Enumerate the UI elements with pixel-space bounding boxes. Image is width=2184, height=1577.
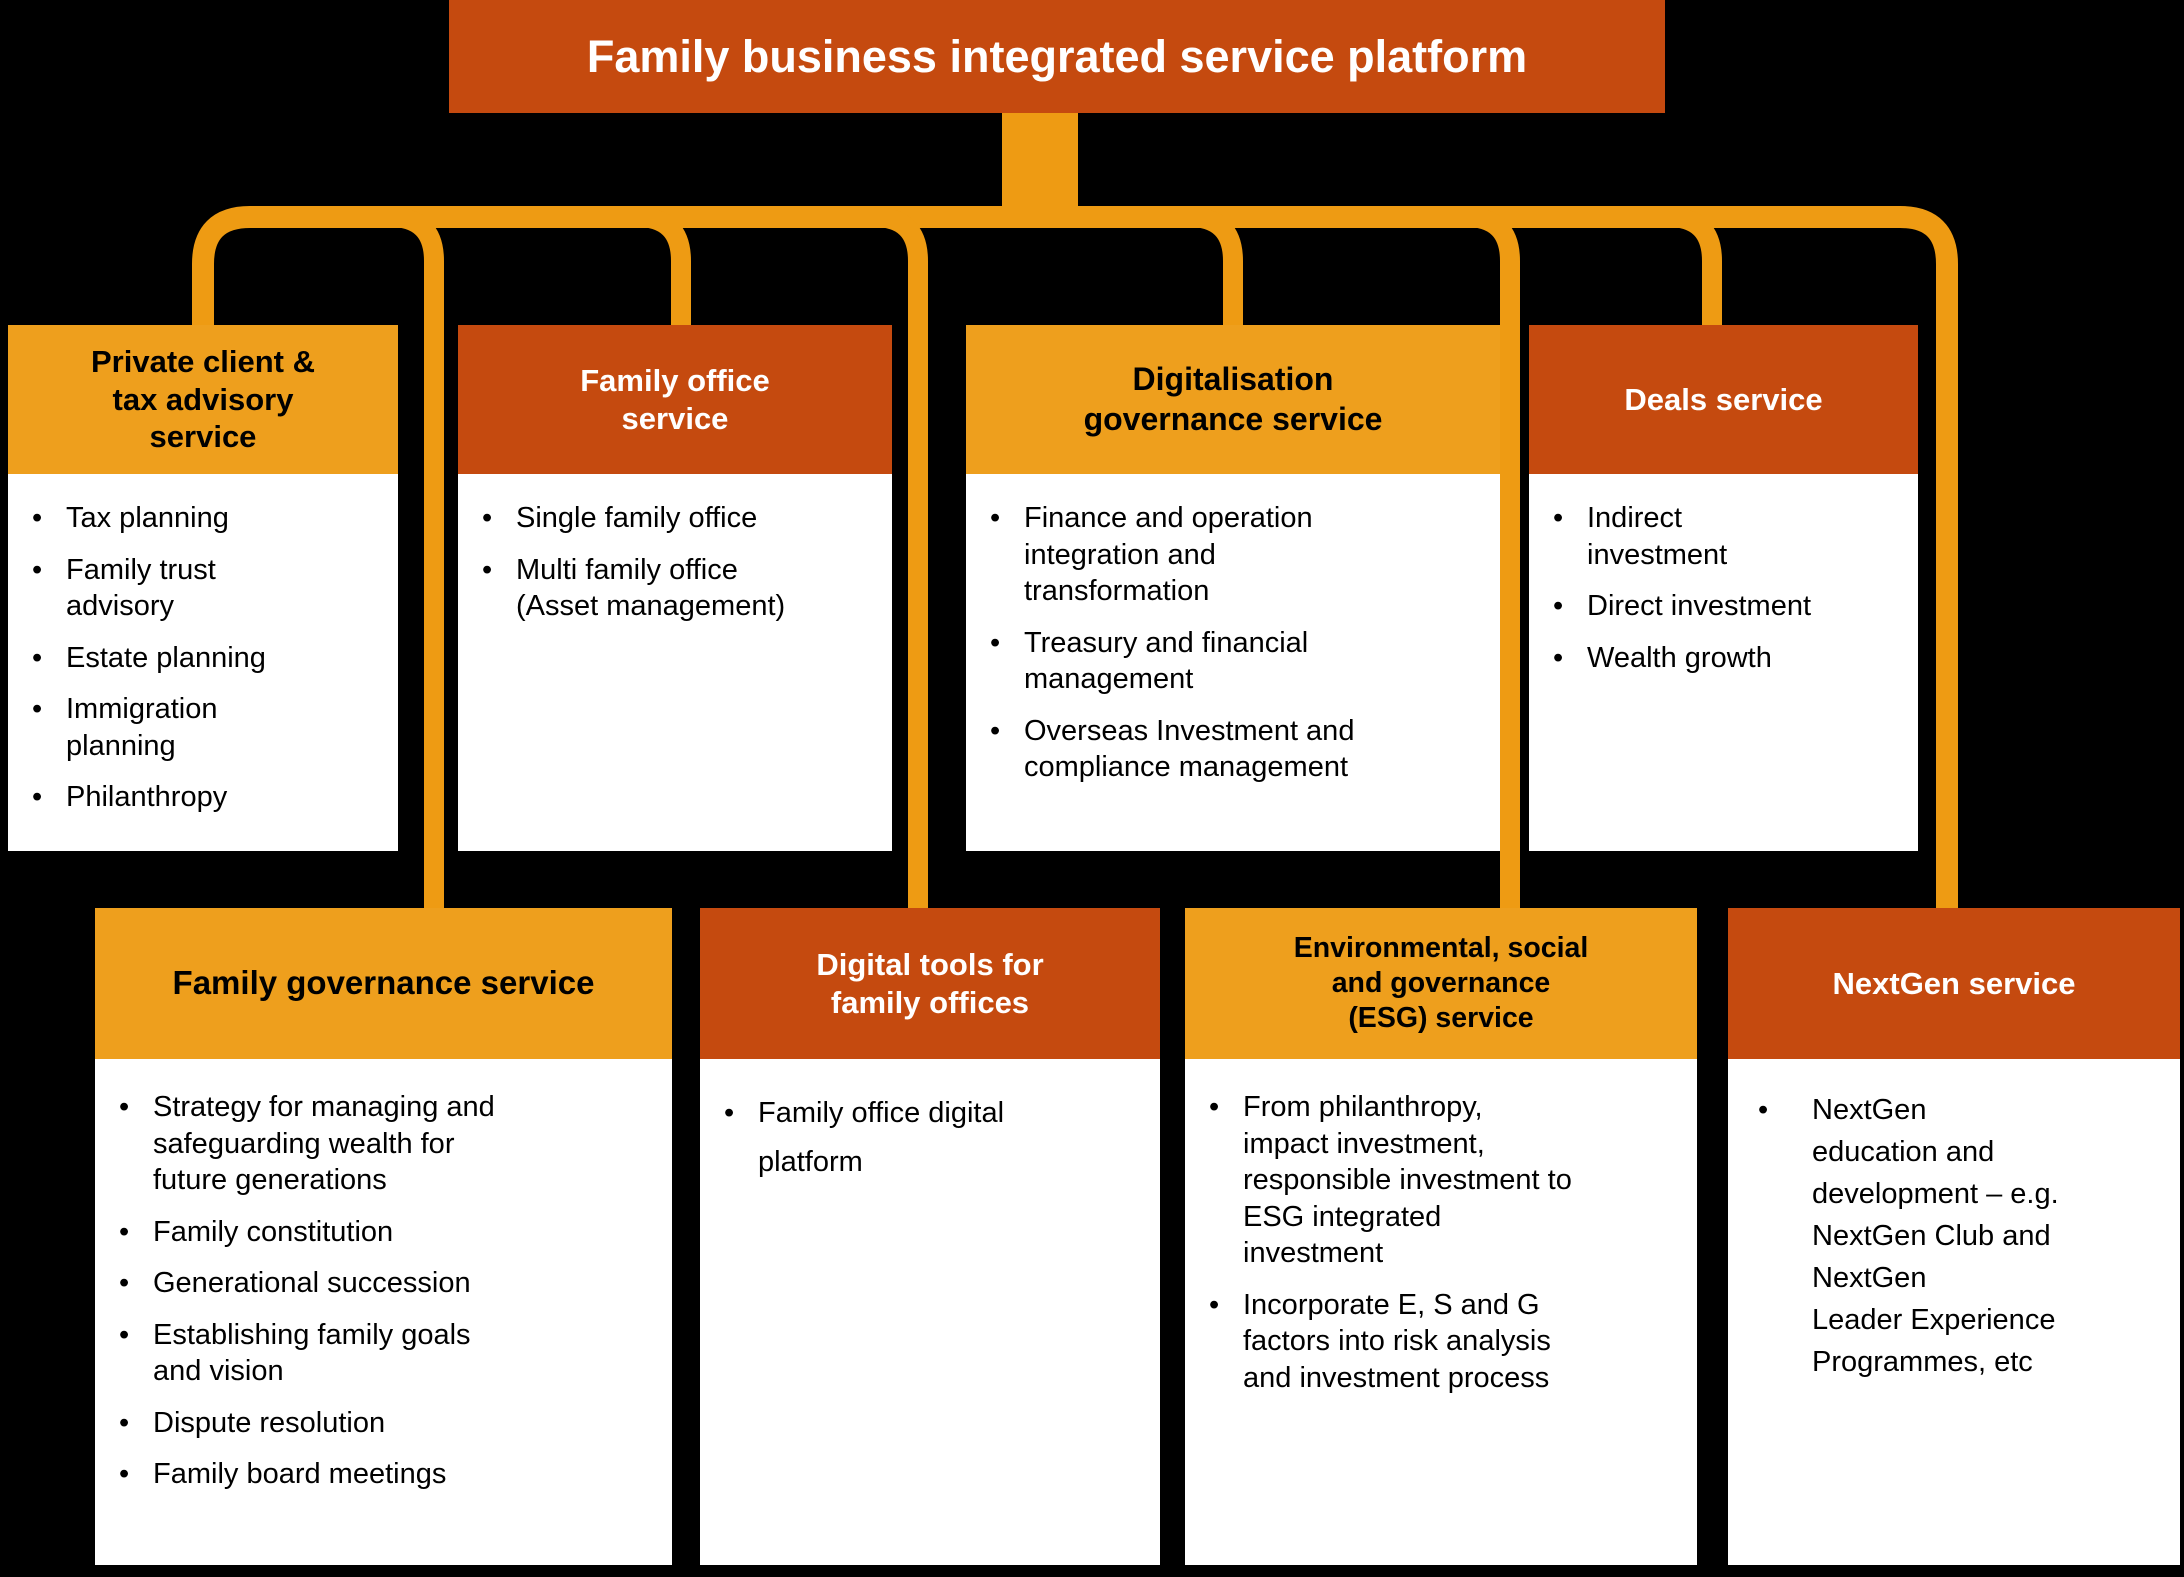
connector-drop-family-office	[636, 207, 691, 336]
service-item: Multi family office (Asset management)	[458, 552, 880, 625]
platform-title-text: Family business integrated service platf…	[586, 30, 1528, 82]
service-box-body: Finance and operation integration and tr…	[966, 474, 1500, 851]
service-item-list: Tax planning Family trust advisory Estat…	[8, 474, 398, 816]
connector-drop-esg	[1465, 207, 1520, 914]
service-item: NextGen education and development – e.g.…	[1728, 1089, 2168, 1383]
service-item: Philanthropy	[8, 779, 386, 816]
connector-drop-deals	[1667, 207, 1722, 336]
service-item: Generational succession	[95, 1265, 660, 1302]
service-item-list: Family office digital platform	[700, 1059, 1160, 1188]
service-box-header: Private client & tax advisory service	[8, 325, 398, 474]
service-box-header: Deals service	[1529, 325, 1918, 474]
service-item: Tax planning	[8, 500, 386, 537]
service-box-esg: Environmental, social and governance (ES…	[1185, 908, 1697, 1565]
service-box-nextgen: NextGen service NextGen education and de…	[1728, 908, 2180, 1565]
connector-bus	[192, 206, 1958, 914]
service-item-list: Finance and operation integration and tr…	[966, 474, 1500, 786]
service-box-header: Environmental, social and governance (ES…	[1185, 908, 1697, 1059]
service-item: Treasury and financial management	[966, 625, 1488, 698]
service-item: Single family office	[458, 500, 880, 537]
service-item: Family constitution	[95, 1214, 660, 1251]
service-box-private-client-tax-advisory: Private client & tax advisory service Ta…	[8, 325, 398, 851]
service-item: Incorporate E, S and G factors into risk…	[1185, 1287, 1685, 1397]
service-box-family-governance: Family governance service Strategy for m…	[95, 908, 672, 1565]
service-box-header: Family office service	[458, 325, 892, 474]
service-box-digitalisation-governance: Digitalisation governance service Financ…	[966, 325, 1500, 851]
service-box-body: Single family office Multi family office…	[458, 474, 892, 851]
service-item: Family trust advisory	[8, 552, 386, 625]
service-item: Family board meetings	[95, 1456, 660, 1493]
connector-drop-family-governance	[389, 207, 444, 914]
service-item: From philanthropy, impact investment, re…	[1185, 1089, 1685, 1272]
service-box-body: Strategy for managing and safeguarding w…	[95, 1059, 672, 1565]
service-box-body: Tax planning Family trust advisory Estat…	[8, 474, 398, 851]
connector-drop-digital-tools	[873, 207, 928, 914]
service-box-body: From philanthropy, impact investment, re…	[1185, 1059, 1697, 1565]
service-item: Direct investment	[1529, 588, 1906, 625]
service-item: Indirect investment	[1529, 500, 1906, 573]
service-box-header: NextGen service	[1728, 908, 2180, 1059]
service-box-header: Digital tools for family offices	[700, 908, 1160, 1059]
service-box-deals: Deals service Indirect investment Direct…	[1529, 325, 1918, 851]
service-box-digital-tools: Digital tools for family offices Family …	[700, 908, 1160, 1565]
service-box-body: Family office digital platform	[700, 1059, 1160, 1565]
service-item: Strategy for managing and safeguarding w…	[95, 1089, 660, 1199]
service-box-body: NextGen education and development – e.g.…	[1728, 1059, 2180, 1565]
service-item-list: NextGen education and development – e.g.…	[1728, 1059, 2180, 1383]
service-item: Overseas Investment and compliance manag…	[966, 713, 1488, 786]
service-item: Wealth growth	[1529, 640, 1906, 677]
platform-title-banner: Family business integrated service platf…	[449, 0, 1665, 113]
service-item-list: From philanthropy, impact investment, re…	[1185, 1059, 1697, 1396]
service-box-family-office: Family office service Single family offi…	[458, 325, 892, 851]
service-box-header: Family governance service	[95, 908, 672, 1059]
service-item: Dispute resolution	[95, 1405, 660, 1442]
service-item: Estate planning	[8, 640, 386, 677]
service-item-list: Indirect investment Direct investment We…	[1529, 474, 1918, 676]
service-box-header: Digitalisation governance service	[966, 325, 1500, 474]
service-item: Family office digital platform	[700, 1089, 1148, 1188]
service-item-list: Strategy for managing and safeguarding w…	[95, 1059, 672, 1493]
service-box-body: Indirect investment Direct investment We…	[1529, 474, 1918, 851]
service-item: Finance and operation integration and tr…	[966, 500, 1488, 610]
connector-drop-digitalisation	[1188, 207, 1243, 336]
service-item: Immigration planning	[8, 691, 386, 764]
service-item: Establishing family goals and vision	[95, 1317, 660, 1390]
service-item-list: Single family office Multi family office…	[458, 474, 892, 625]
